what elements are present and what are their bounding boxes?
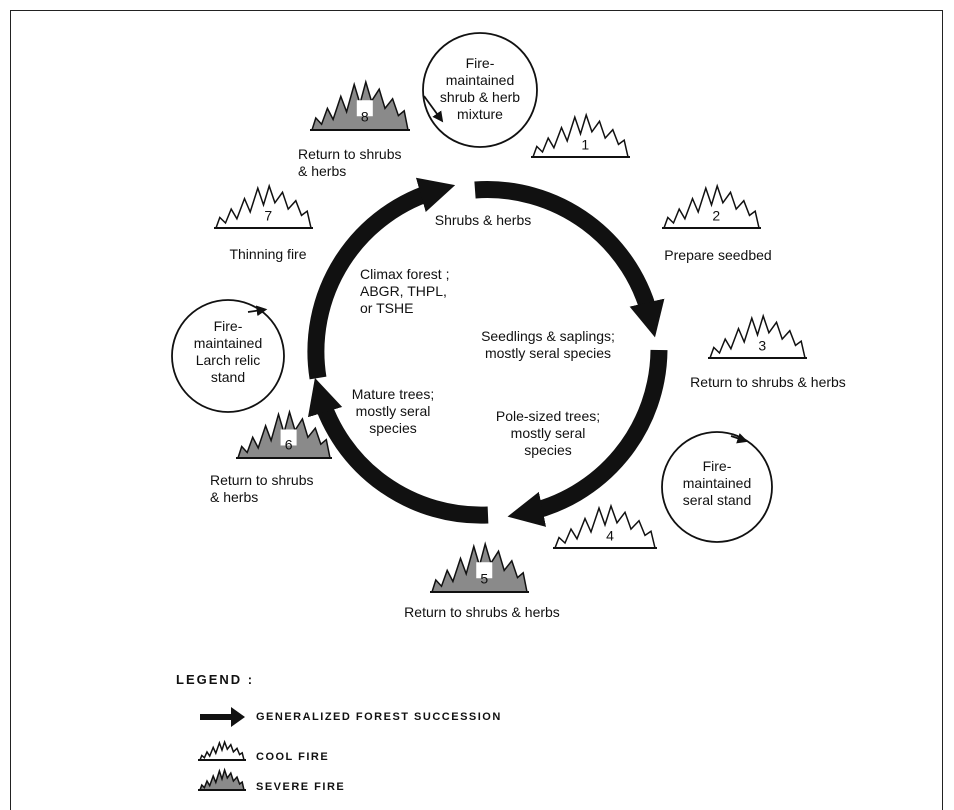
cool-fire-icon xyxy=(214,183,312,229)
legend-severe-fire-icon xyxy=(198,767,246,791)
fire-8: 8 xyxy=(310,79,410,131)
label-loop-shrub-herb: Fire- maintained shrub & herb mixture xyxy=(439,55,521,122)
fire-number: 7 xyxy=(264,207,272,223)
label-mature-trees: Mature trees; mostly seral species xyxy=(351,386,435,436)
figure-frame xyxy=(10,10,943,810)
fire-number: 5 xyxy=(480,570,488,586)
cool-fire-icon xyxy=(531,112,629,158)
label-climax-forest: Climax forest ; ABGR, THPL, or TSHE xyxy=(360,266,450,316)
fire-number: 2 xyxy=(712,207,720,223)
legend-succession-label: GENERALIZED FOREST SUCCESSION xyxy=(256,711,502,723)
cool-fire-icon xyxy=(662,183,760,229)
succession-arrow-nw xyxy=(307,177,456,380)
succession-arrow-sw xyxy=(307,377,489,524)
succession-cycle xyxy=(307,177,668,527)
fire-7-caption: Thinning fire xyxy=(229,246,307,262)
fire-number: 4 xyxy=(606,527,614,543)
fire-5-caption: Return to shrubs & herbs xyxy=(404,604,560,620)
fire-number: 1 xyxy=(581,136,589,152)
legend-cool-fire-icon xyxy=(198,739,246,761)
loop-larch-relic xyxy=(171,299,285,413)
fire-6-caption: Return to shrubs & herbs xyxy=(210,472,314,505)
fire-1: 1 xyxy=(531,112,630,158)
fire-5: 5 xyxy=(430,541,529,593)
legend-symbols xyxy=(198,707,246,791)
label-pole-sized-trees: Pole-sized trees; mostly seral species xyxy=(495,408,601,458)
legend-severe-fire-label: SEVERE FIRE xyxy=(256,781,346,793)
fire-6: 6 xyxy=(236,409,332,459)
fire-3: 3 xyxy=(708,313,807,359)
fire-2-caption: Prepare seedbed xyxy=(664,247,772,263)
fire-7: 7 xyxy=(214,183,313,229)
fire-number: 3 xyxy=(758,337,766,353)
loop-shrub-herb xyxy=(422,32,538,148)
cool-fire-icon xyxy=(553,503,656,549)
fire-number: 6 xyxy=(285,437,293,453)
succession-arrow-ne xyxy=(474,181,665,338)
fire-4: 4 xyxy=(553,503,657,549)
legend-cool-fire-label: COOL FIRE xyxy=(256,751,330,763)
fire-number: 8 xyxy=(361,108,369,124)
label-seedlings-saplings: Seedlings & saplings; mostly seral speci… xyxy=(481,328,615,361)
fire-3-caption: Return to shrubs & herbs xyxy=(690,374,846,390)
cool-fire-icon xyxy=(198,739,245,761)
loop-seral-stand xyxy=(661,431,773,543)
label-loop-seral-stand: Fire- maintained seral stand xyxy=(682,458,752,508)
cool-fire-icon xyxy=(708,313,806,359)
severe-fire-icon xyxy=(198,767,245,791)
label-loop-larch-relic: Fire- maintained Larch relic stand xyxy=(193,318,263,385)
fire-2: 2 xyxy=(662,183,761,229)
succession-arrow-se xyxy=(507,349,668,527)
legend-succession-arrow-icon xyxy=(200,707,245,727)
legend-title: LEGEND : xyxy=(176,672,255,687)
fire-8-caption: Return to shrubs & herbs xyxy=(298,146,402,179)
label-shrubs-herbs: Shrubs & herbs xyxy=(434,212,532,228)
